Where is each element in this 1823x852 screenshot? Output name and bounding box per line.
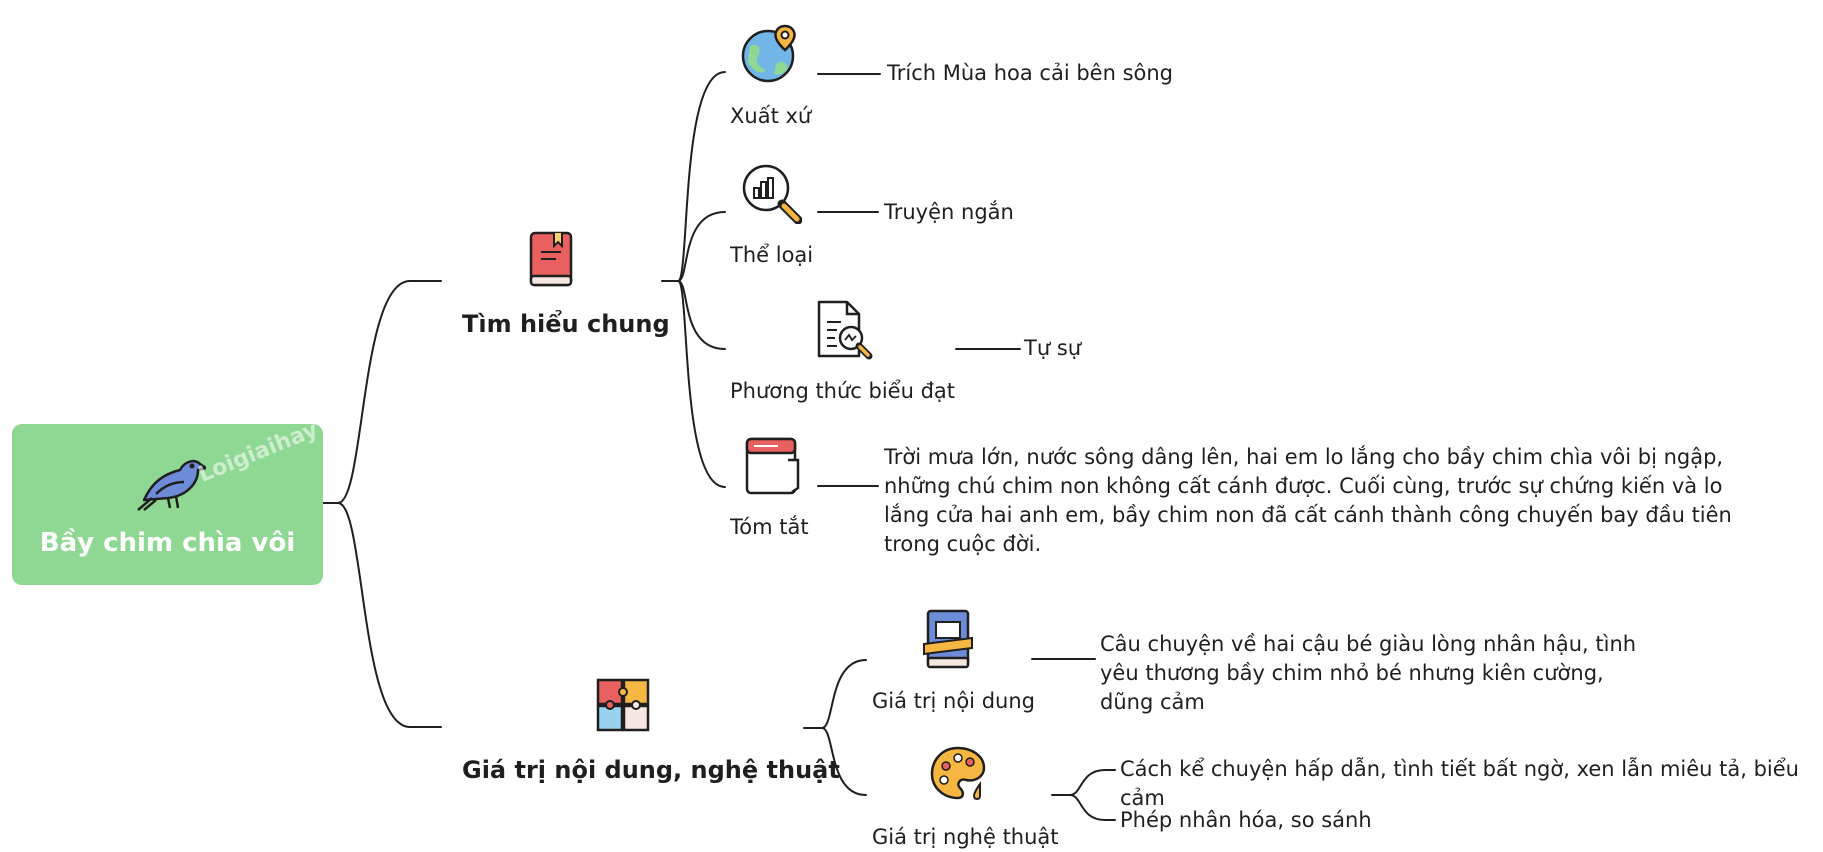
red-book-icon [529,231,573,287]
blue-book-icon [923,609,973,669]
node-label-the-loai: Thể loại [730,243,814,267]
branch-label-gia-tri: Giá trị nội dung, nghệ thuật [462,756,840,784]
leaf-phuong-thuc: Tự sự [1024,336,1082,360]
node-label-phuong-thuc: Phương thức biểu đạt [730,379,956,403]
leaf-the-loai: Truyện ngắn [884,200,1014,224]
bird-icon [137,459,206,511]
node-label-xuat-xu: Xuất xứ [730,104,812,128]
puzzle-icon [596,678,650,732]
connector-leaf-nghe-thuat-2 [1069,794,1116,821]
leaf-tom-tat: Trời mưa lớn, nước sông dâng lên, hai em… [884,445,1732,556]
connector-branch-2 [337,502,442,728]
connector-nghe-thuat [821,727,867,796]
globe-location-icon [741,24,796,83]
node-label-nghe-thuat: Giá trị nghệ thuật [872,825,1059,849]
node-label-tom-tat: Tóm tắt [730,515,809,539]
leaf-noi-dung: Câu chuyện về hai cậu bé giàu lòng nhân … [1100,632,1637,714]
connector-the-loai [677,211,726,282]
root-title: Bầy chim chìa vôi [39,528,296,558]
chart-magnifier-icon [742,164,802,224]
document-search-icon [817,300,873,360]
root-node: Bầy chim chìa vôi [12,424,323,585]
connector-noi-dung [821,659,867,729]
notebook-icon [745,437,800,495]
branch-label-tim-hieu-chung: Tìm hiểu chung [462,310,670,338]
paint-palette-icon [930,746,986,800]
connector-xuat-xu [677,71,726,282]
node-label-noi-dung: Giá trị nội dung [872,689,1035,713]
connector-phuong-thuc [677,280,726,350]
connector-branch-1 [337,280,442,504]
leaf-xuat-xu: Trích Mùa hoa cải bên sông [887,61,1174,85]
leaf-nghe-thuat-1: Cách kể chuyện hấp dẫn, tình tiết bất ng… [1120,757,1799,810]
leaf-nghe-thuat-2: Phép nhân hóa, so sánh [1120,808,1372,832]
connector-leaf-nghe-thuat-1 [1069,769,1116,796]
connector-tom-tat [677,280,726,488]
